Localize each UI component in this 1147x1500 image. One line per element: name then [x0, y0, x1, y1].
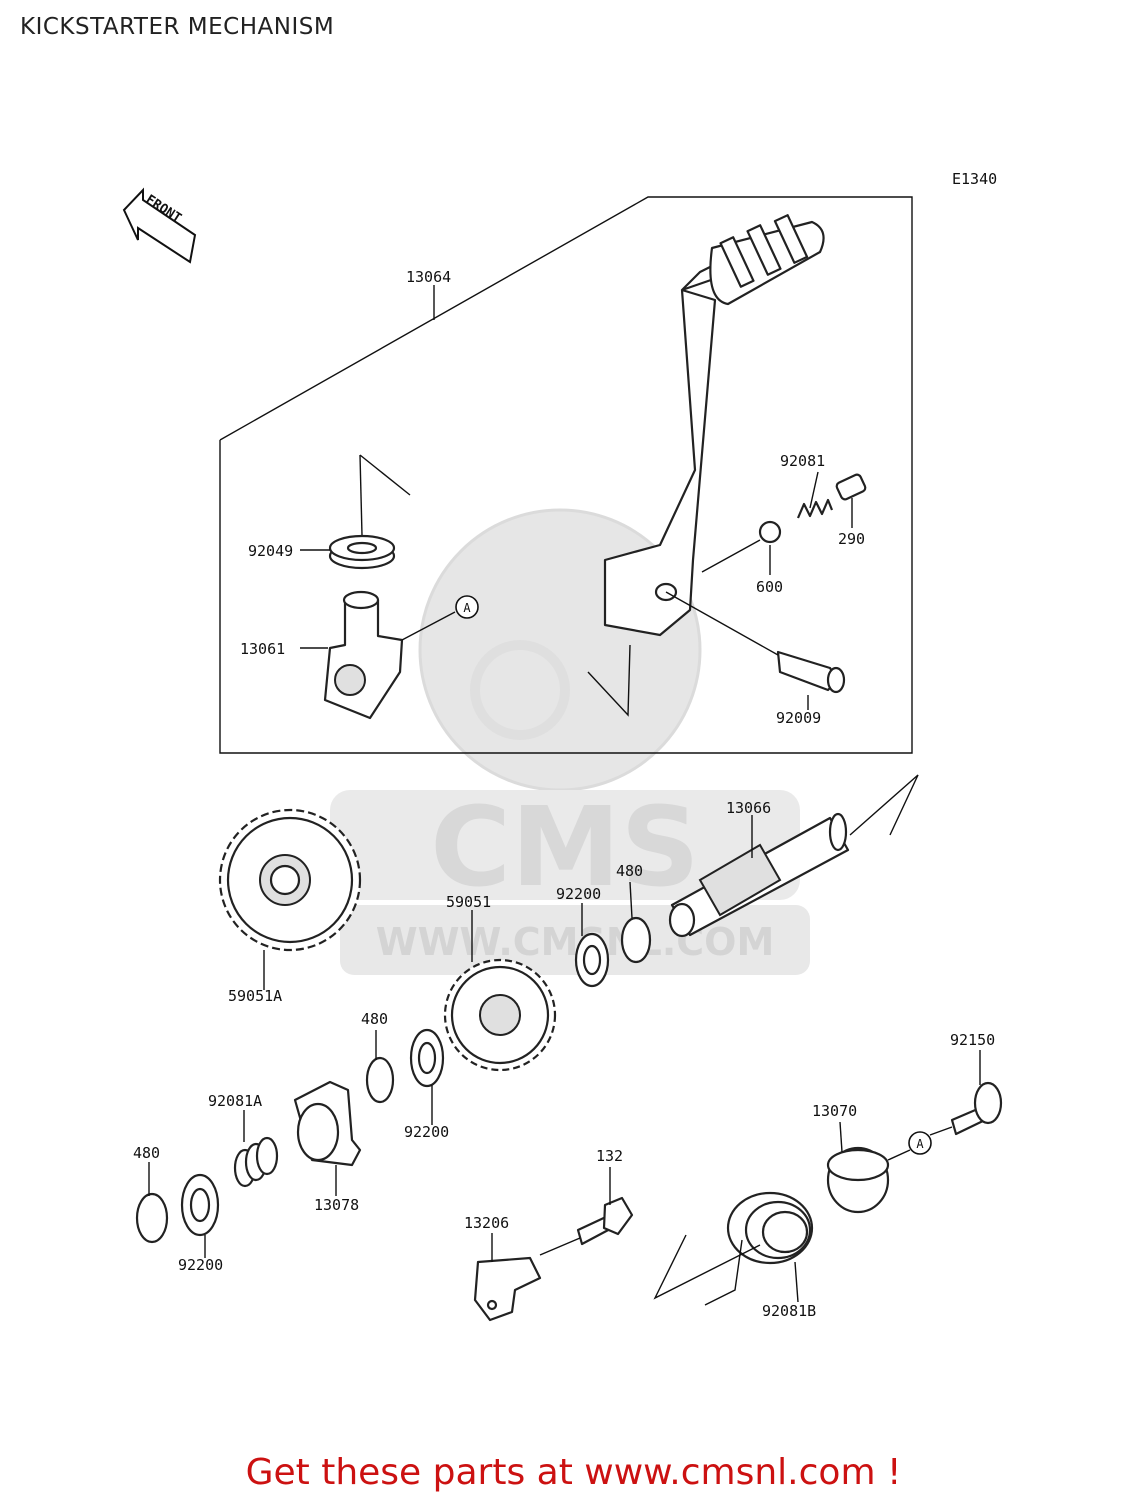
part-label-480-a: 480	[616, 862, 643, 880]
washer-92200-a	[574, 932, 610, 988]
washer-92200-c	[180, 1173, 220, 1237]
spring-92081A	[233, 1136, 279, 1188]
gear-59051	[443, 958, 557, 1072]
footer-cta-link[interactable]: Get these parts at www.cmsnl.com !	[245, 1452, 902, 1493]
spring-92081	[796, 498, 834, 519]
part-labels: 13064 92081 290 92049 600 13061 92009 13…	[133, 268, 995, 1320]
part-label-92200-a: 92200	[556, 885, 601, 903]
kick-shaft-13066	[668, 812, 850, 938]
part-label-290: 290	[838, 530, 865, 548]
part-label-480-b: 480	[361, 1010, 388, 1028]
part-label-92150: 92150	[950, 1031, 995, 1049]
part-label-92081B: 92081B	[762, 1302, 816, 1320]
kick-pedal	[603, 214, 825, 637]
callout-a-lower: A	[908, 1131, 932, 1155]
bolt-132	[576, 1196, 634, 1246]
part-label-13078: 13078	[314, 1196, 359, 1214]
callout-a-lower-label: A	[916, 1137, 924, 1151]
watermark-brand: CMS	[430, 783, 699, 911]
part-label-92081A: 92081A	[208, 1092, 262, 1110]
part-label-480-c: 480	[133, 1144, 160, 1162]
page-title: KICKSTARTER MECHANISM	[20, 14, 335, 40]
ratchet-13078	[293, 1080, 362, 1167]
part-label-92009: 92009	[776, 709, 821, 727]
watermark-url: WWW.CMSNL.COM	[376, 920, 775, 964]
bolt-92150	[950, 1081, 1003, 1136]
leader-lines	[148, 285, 981, 1303]
part-label-92081: 92081	[780, 452, 825, 470]
callout-a-upper: A	[455, 595, 479, 619]
washer-92049	[328, 534, 396, 570]
diagram-code: E1340	[952, 170, 997, 188]
circlip-480-a	[620, 916, 652, 964]
circlip-480-c	[135, 1192, 169, 1244]
spring-92081B	[704, 1191, 814, 1306]
guide-13206	[473, 1256, 542, 1322]
gear-59051A	[218, 808, 362, 952]
circlip-480-b	[365, 1056, 395, 1104]
callout-a-upper-label: A	[463, 601, 471, 615]
ball-600	[758, 520, 782, 544]
part-label-92200-c: 92200	[178, 1256, 223, 1274]
collar-13070	[826, 1146, 890, 1214]
part-label-13064: 13064	[406, 268, 451, 286]
plug-290	[835, 473, 867, 501]
part-label-13061: 13061	[240, 640, 285, 658]
part-label-13066: 13066	[726, 799, 771, 817]
shaft-boss-13061	[323, 590, 404, 720]
part-label-59051A: 59051A	[228, 987, 282, 1005]
part-label-92049: 92049	[248, 542, 293, 560]
part-label-132: 132	[596, 1147, 623, 1165]
part-label-600: 600	[756, 578, 783, 596]
part-label-13070: 13070	[812, 1102, 857, 1120]
part-label-92200-b: 92200	[404, 1123, 449, 1141]
front-arrow-icon: FRONT	[122, 187, 197, 264]
washer-92200-b	[409, 1028, 445, 1088]
part-label-59051: 59051	[446, 893, 491, 911]
bolt-92009	[776, 650, 846, 694]
part-label-13206: 13206	[464, 1214, 509, 1232]
